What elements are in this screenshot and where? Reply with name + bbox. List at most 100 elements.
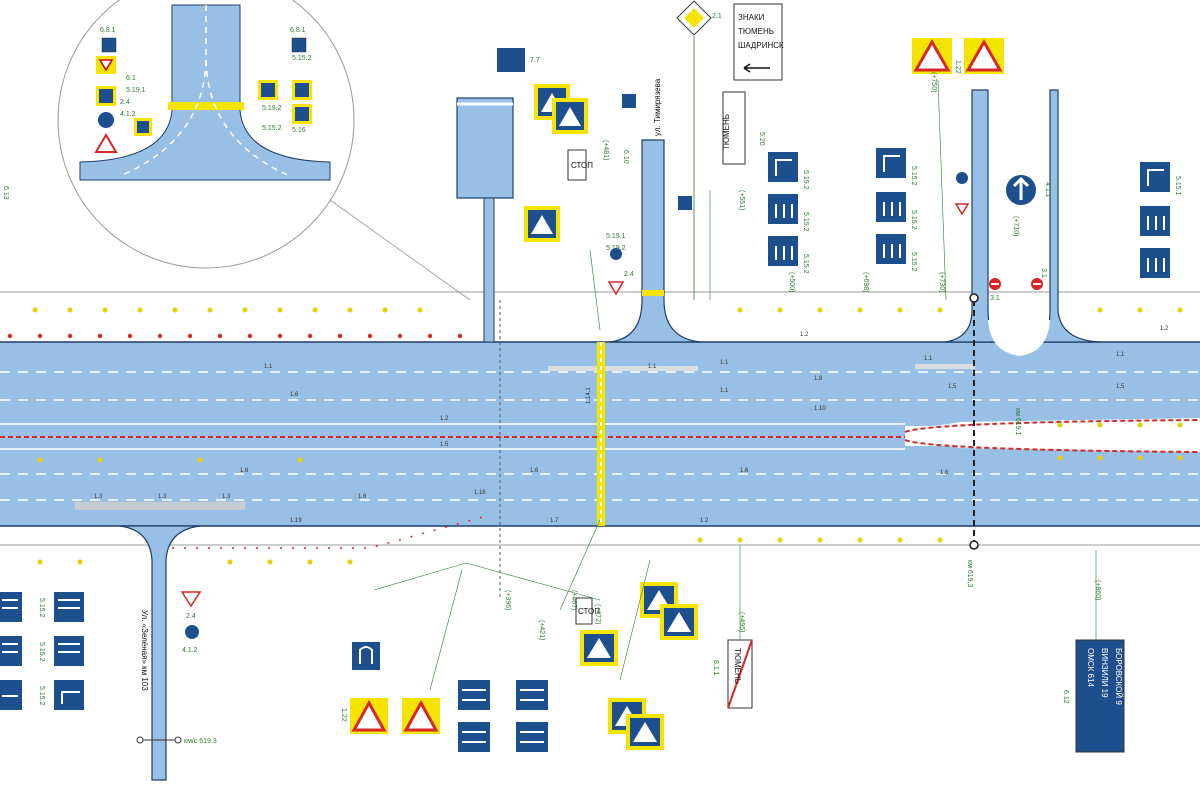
km-bottom-text: км/с 619.3: [184, 738, 217, 745]
distance-sign-code: 8.1.1: [712, 660, 719, 676]
lane-sign-code-c: 5.15.2: [802, 254, 809, 274]
lane-mark-16-d: 1.6: [530, 468, 539, 474]
crossing-side-road: [642, 290, 664, 296]
inset-code-right-0: 5.19.2: [262, 105, 282, 112]
lane-mark-119: 1.19: [290, 518, 302, 524]
distance-d12: (+750): [930, 72, 937, 92]
lane-mark-11-c: 1.1: [720, 360, 729, 366]
km-marker-top: [969, 293, 979, 303]
give-way-sign-bottom: 2.4 4.1.2: [180, 591, 202, 654]
lane-mark-13-a: 1.3: [94, 494, 103, 500]
no-entry-signs: 3.1 3.1: [989, 268, 1047, 302]
direction-line-1: ТЮМЕНЬ: [738, 27, 774, 36]
inset-code-left-1: 5.19.1: [126, 87, 146, 94]
inset-curve-b: [205, 59, 291, 177]
lane-sign-code-f: 5.15.2: [910, 252, 917, 272]
lane-mark-11-f: 1.1: [1116, 352, 1125, 358]
sign-5-20-code: 5.20: [758, 132, 765, 146]
lane-mark-11-e: 1.1: [924, 356, 933, 362]
stop-bottom-text: СТОП: [578, 607, 600, 616]
lane-sign-bl-code-b: 5.15.2: [38, 642, 45, 662]
distance-d2: (+421): [538, 620, 545, 640]
inset-ped-sign-icon-2: [137, 121, 149, 133]
u-turn-icon: [359, 646, 373, 664]
lane-mark-11-b: 1.1: [648, 364, 657, 370]
distance-d11: (+730): [938, 272, 945, 292]
lane-mark-12-a: 1.2: [440, 416, 449, 422]
inset-crossing: [168, 102, 244, 110]
distance-d1: (+396): [504, 590, 511, 610]
distance-d3: (+472): [594, 604, 601, 624]
km-text-right: км 619,3: [966, 560, 973, 587]
distance-d6: (+495): [738, 612, 745, 632]
lane-mark-110-a: 1.10: [814, 406, 826, 412]
sign-6-10-code: 6.10: [622, 150, 629, 164]
no-entry-code-b: 3.1: [1040, 268, 1047, 278]
inset-ped-sign-icon-5: [295, 107, 309, 121]
lane-mark-13-b: 1.3: [158, 494, 167, 500]
red-median-right-b: [904, 439, 1200, 453]
lane-mark-16-e: 1.6: [740, 468, 749, 474]
lane-mark-16-a: 1.6: [290, 392, 299, 398]
sign-6-12-code: 6.12: [1062, 690, 1069, 704]
lane-signs-bottom-mid: [458, 680, 548, 752]
large-sign-line-2: ОМСК 614: [1086, 648, 1095, 687]
sign-5-16-top: [622, 94, 636, 108]
tyumen-text: ТЮМЕНЬ: [722, 114, 731, 150]
lane-mark-16-b: 1.6: [240, 468, 249, 474]
lane-mark-15-c: 1.5: [1116, 384, 1125, 390]
km-text-mid: км 619.1: [1014, 408, 1021, 435]
distance-d7: (+500): [788, 272, 795, 292]
lane-mark-17: 1.7: [550, 518, 559, 524]
lane-sign-code-d: 5.15.2: [910, 166, 917, 186]
median-right-island: [905, 418, 1200, 452]
top-street-name: ул. Тимирязева: [653, 78, 662, 136]
inset-give-way-icon: [98, 59, 114, 72]
ped-sign-7-7: 7.7: [497, 48, 540, 72]
inset-curve-a: [119, 5, 207, 177]
lane-mark-15-a: 1.5: [440, 442, 449, 448]
ped-sign-7-7-code: 7.7: [530, 57, 540, 64]
yellow-ped-signs-bottom: [580, 582, 698, 750]
inset-sign-blue-a: [101, 37, 117, 53]
yellow-posts-top: [32, 307, 1183, 313]
inset-ped-sign-icon-4: [295, 83, 309, 97]
inset-code-left-3: 4.1.2: [120, 111, 136, 118]
inset-code-top-1: 6.8.1: [290, 27, 306, 34]
large-sign-line-0: БОРОВСКОЙ 9: [1114, 648, 1123, 705]
distance-d13: (+860): [1094, 580, 1101, 600]
tyumen-sign: ТЮМЕНЬ: [722, 91, 746, 165]
direction-line-0: ЗНАКИ: [738, 13, 765, 22]
lane-mark-16-c: 1.6: [358, 494, 367, 500]
inset-road: [79, 4, 331, 181]
inset-code-right-2: 5.15.2: [292, 55, 312, 62]
lane-sign-code-a: 5.15.2: [802, 170, 809, 190]
inset-code-right-3: 5.16: [292, 127, 306, 134]
transition-strip: [75, 502, 245, 510]
give-way-sign-top: 2.4: [607, 248, 634, 296]
tyumen-crossed-sign: ТЮМЕНЬ 8.1.1: [712, 639, 753, 709]
round-top-right-code: 4.1.1: [1044, 182, 1051, 198]
lane-mark-11-d: 1.1: [720, 388, 729, 394]
lane-mark-12-d: 1.2: [700, 518, 709, 524]
km-marker-bottom-left: км/с 619.3: [136, 736, 217, 745]
red-median-right: [904, 419, 1200, 433]
inset-code-left-2: 2.4: [120, 99, 130, 106]
stop-top-text: СТОП: [571, 161, 593, 170]
stop-sign-top: СТОП: [567, 149, 593, 181]
distance-d5: (+481): [602, 140, 609, 160]
lane-mark-16-f: 1.6: [940, 470, 949, 476]
lane-mark-15-b: 1.5: [948, 384, 957, 390]
inset-round-sign: [98, 112, 114, 128]
give-way-top-code: 2.4: [624, 271, 634, 278]
warning-code-bottom: 1.22: [340, 708, 347, 722]
yellow-posts-median: [37, 422, 1183, 463]
lane-sign-turn-code: 5.15.1: [1174, 176, 1181, 196]
inset-warning-sign: [94, 133, 118, 153]
lane-signs-top: 5.15.2 5.15.2 5.15.2 5.15.2 5.15.2 5.15.…: [768, 148, 1170, 278]
lane-mark-114: 1.14.1: [586, 387, 592, 404]
stop-sign-bottom: СТОП: [575, 597, 600, 625]
no-entry-code-a: 3.1: [990, 295, 1000, 302]
yellow-posts-bottom: [37, 537, 943, 565]
side-road-top-right: [944, 89, 1101, 356]
